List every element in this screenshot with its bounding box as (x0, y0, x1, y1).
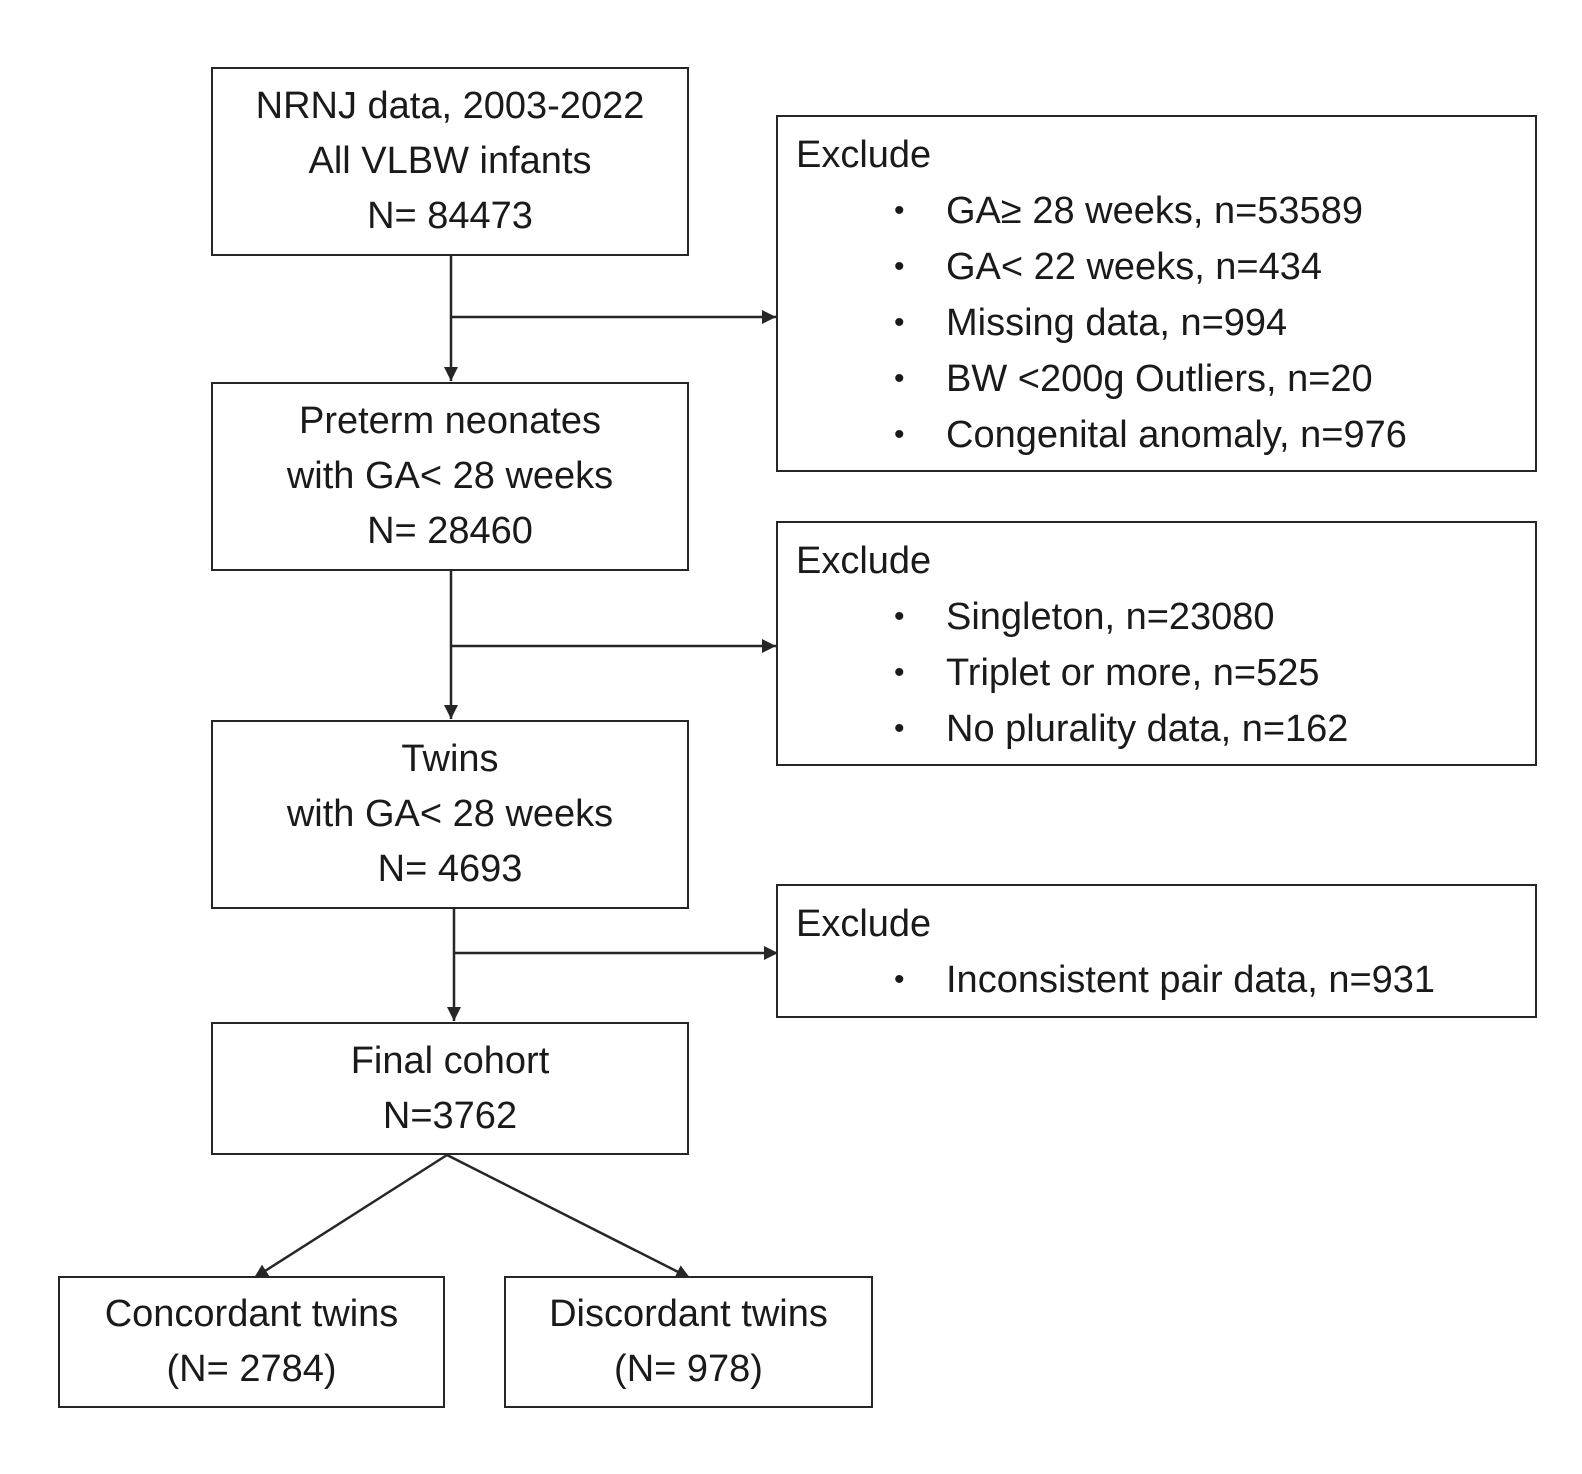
exclude-item: • Missing data, n=994 (778, 295, 1535, 351)
discordant-line-2: (N= 978) (614, 1348, 763, 1390)
twins-line-1: Twins (401, 738, 499, 780)
arrow-final-to-concordant (253, 1153, 448, 1280)
nrnj-line-2: All VLBW infants (308, 140, 592, 182)
nrnj-line-1: NRNJ data, 2003-2022 (255, 85, 645, 127)
twins-line-3: N= 4693 (377, 848, 523, 890)
exclude-item: • Singleton, n=23080 (778, 589, 1535, 645)
bullet: • (894, 418, 905, 451)
exclude-item: • No plurality data, n=162 (778, 701, 1535, 757)
exclude-item: • GA≥ 28 weeks, n=53589 (778, 183, 1535, 239)
preterm-line-1: Preterm neonates (298, 400, 602, 442)
exclude-item-text: Congenital anomaly, n=976 (946, 414, 1407, 456)
discordant-line-1: Discordant twins (549, 1293, 828, 1335)
exclude-title: Exclude (796, 903, 932, 945)
twins-line-2: with GA< 28 weeks (286, 793, 614, 835)
exclude-list: • Inconsistent pair data, n=931 (778, 952, 1535, 1008)
exclude-item: • GA< 22 weeks, n=434 (778, 239, 1535, 295)
concordant-twins-box: Concordant twins (N= 2784) (58, 1276, 445, 1408)
bullet: • (894, 194, 905, 227)
exclude-list: • GA≥ 28 weeks, n=53589 • GA< 22 weeks, n=… (778, 183, 1535, 463)
arrow-final-to-discordant (446, 1153, 691, 1280)
bullet: • (894, 963, 905, 996)
bullet: • (894, 600, 905, 633)
exclude-item-text: BW <200g Outliers, n=20 (946, 358, 1373, 400)
discordant-twins-box: Discordant twins (N= 978) (504, 1276, 873, 1408)
final-line-2: N=3762 (382, 1094, 518, 1137)
bullet: • (894, 656, 905, 689)
exclude-item: • BW <200g Outliers, n=20 (778, 351, 1535, 407)
nrnj-data-box: NRNJ data, 2003-2022 All VLBW infants N=… (211, 67, 689, 256)
preterm-line-3: N= 28460 (367, 510, 533, 552)
bullet: • (894, 250, 905, 283)
exclude-item: • Inconsistent pair data, n=931 (778, 952, 1535, 1008)
bullet: • (894, 712, 905, 745)
bullet: • (894, 306, 905, 339)
concordant-line-2: (N= 2784) (166, 1348, 337, 1390)
final-cohort-box: Final cohort N=3762 (211, 1022, 689, 1155)
nrnj-line-3: N= 84473 (367, 195, 533, 237)
exclude-list: • Singleton, n=23080 • Triplet or more, n=… (778, 589, 1535, 757)
exclude-item-text: Singleton, n=23080 (946, 596, 1275, 638)
twins-box: Twins with GA< 28 weeks N= 4693 (211, 720, 689, 909)
concordant-line-1: Concordant twins (104, 1293, 399, 1335)
preterm-neonates-box: Preterm neonates with GA< 28 weeks N= 28… (211, 382, 689, 571)
exclude-item-text: Triplet or more, n=525 (946, 652, 1320, 694)
exclude-item-text: Inconsistent pair data, n=931 (946, 959, 1436, 1001)
exclude-item: • Triplet or more, n=525 (778, 645, 1535, 701)
exclude-box-third: Exclude • Inconsistent pair data, n=931 (776, 884, 1537, 1018)
final-line-1: Final cohort (350, 1039, 550, 1082)
exclude-item: • Congenital anomaly, n=976 (778, 407, 1535, 463)
exclude-box-second: Exclude • Singleton, n=23080 • Triplet or … (776, 521, 1537, 766)
exclude-item-text: No plurality data, n=162 (946, 708, 1349, 750)
bullet: • (894, 362, 905, 395)
exclude-item-text: Missing data, n=994 (946, 302, 1288, 344)
exclude-title: Exclude (796, 540, 932, 582)
exclude-title: Exclude (796, 134, 932, 176)
exclude-box-first: Exclude • GA≥ 28 weeks, n=53589 • GA< 22 w… (776, 115, 1537, 472)
exclude-item-text: GA≥ 28 weeks, n=53589 (946, 190, 1363, 232)
preterm-line-2: with GA< 28 weeks (286, 455, 614, 497)
exclude-item-text: GA< 22 weeks, n=434 (946, 246, 1323, 288)
